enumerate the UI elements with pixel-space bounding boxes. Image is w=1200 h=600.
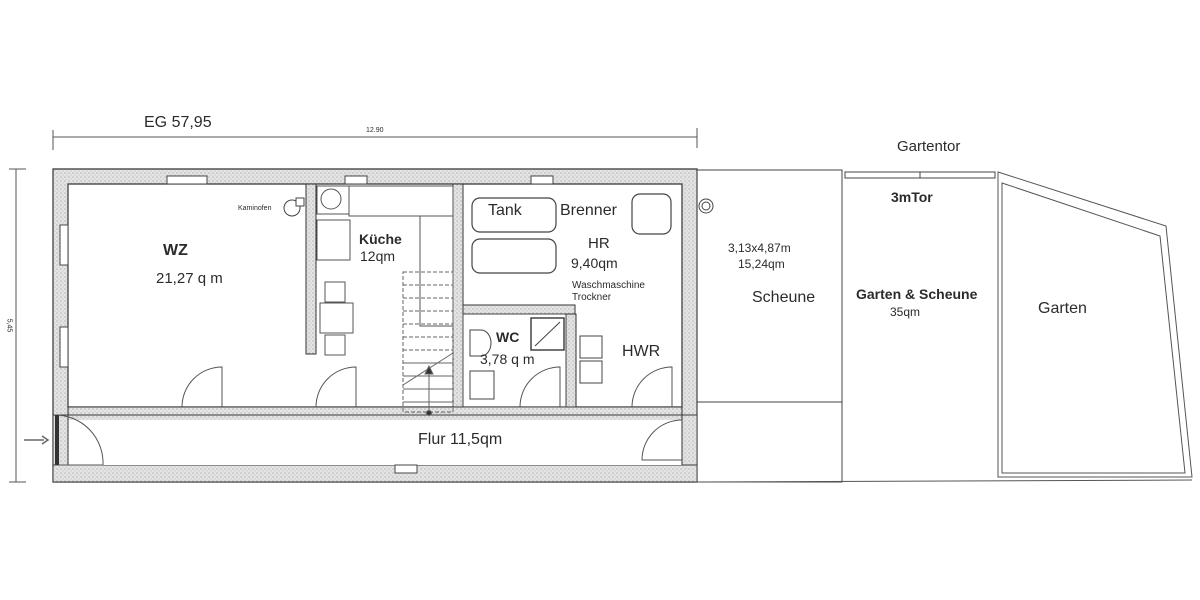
trockner-label: Trockner [572, 292, 612, 303]
room-hr-area: 9,40qm [571, 255, 618, 271]
floor-title: EG 57,95 [144, 114, 212, 131]
room-kueche-name: Küche [359, 231, 402, 247]
width-dimension: 12.90 [366, 127, 384, 134]
waschmaschine-label: Waschmaschine [572, 280, 645, 291]
room-garten-scheune-name: Garten & Scheune [856, 286, 978, 302]
room-wc-area: 3,78 q m [480, 351, 535, 367]
height-dimension: 5,45 [5, 318, 13, 333]
room-scheune-name: Scheune [752, 289, 816, 306]
room-garten-name: Garten [1038, 300, 1087, 317]
kaminofen-label: Kaminofen [238, 205, 272, 212]
room-wz-area: 21,27 q m [156, 270, 223, 287]
gate-3m-label: 3mTor [891, 189, 933, 205]
kaminofen-icon [283, 197, 305, 217]
hr-fixtures [471, 193, 672, 274]
tank-label: Tank [488, 202, 522, 219]
brenner-label: Brenner [560, 202, 617, 219]
room-wc-name: WC [496, 329, 520, 345]
hwr-fixtures [579, 335, 603, 384]
entrance-arrow-icon [24, 435, 50, 445]
room-kueche-area: 12qm [360, 248, 396, 264]
room-garten-scheune-area: 35qm [890, 305, 921, 319]
room-hwr-name: HWR [622, 343, 661, 360]
scheune-outline [696, 169, 843, 483]
scheune-dimensions: 3,13x4,87m [728, 241, 791, 255]
staircase [402, 271, 454, 416]
windows [59, 175, 554, 474]
dimension-line-horizontal [52, 128, 698, 150]
gartentor-label: Gartentor [897, 138, 961, 155]
room-wz-name: WZ [163, 242, 188, 259]
dimension-line-vertical [9, 168, 26, 483]
garten-outline [696, 171, 1193, 483]
wc-fixtures [462, 313, 567, 408]
doors [54, 366, 683, 466]
entrance-door-leaf [55, 415, 59, 465]
pipe-icon [698, 198, 714, 214]
scheune-area: 15,24qm [738, 257, 785, 271]
kitchen-fixtures [316, 185, 454, 356]
room-hr-name: HR [588, 235, 610, 252]
garten-scheune-outline [841, 170, 996, 402]
room-flur-name: Flur 11,5qm [418, 431, 503, 448]
